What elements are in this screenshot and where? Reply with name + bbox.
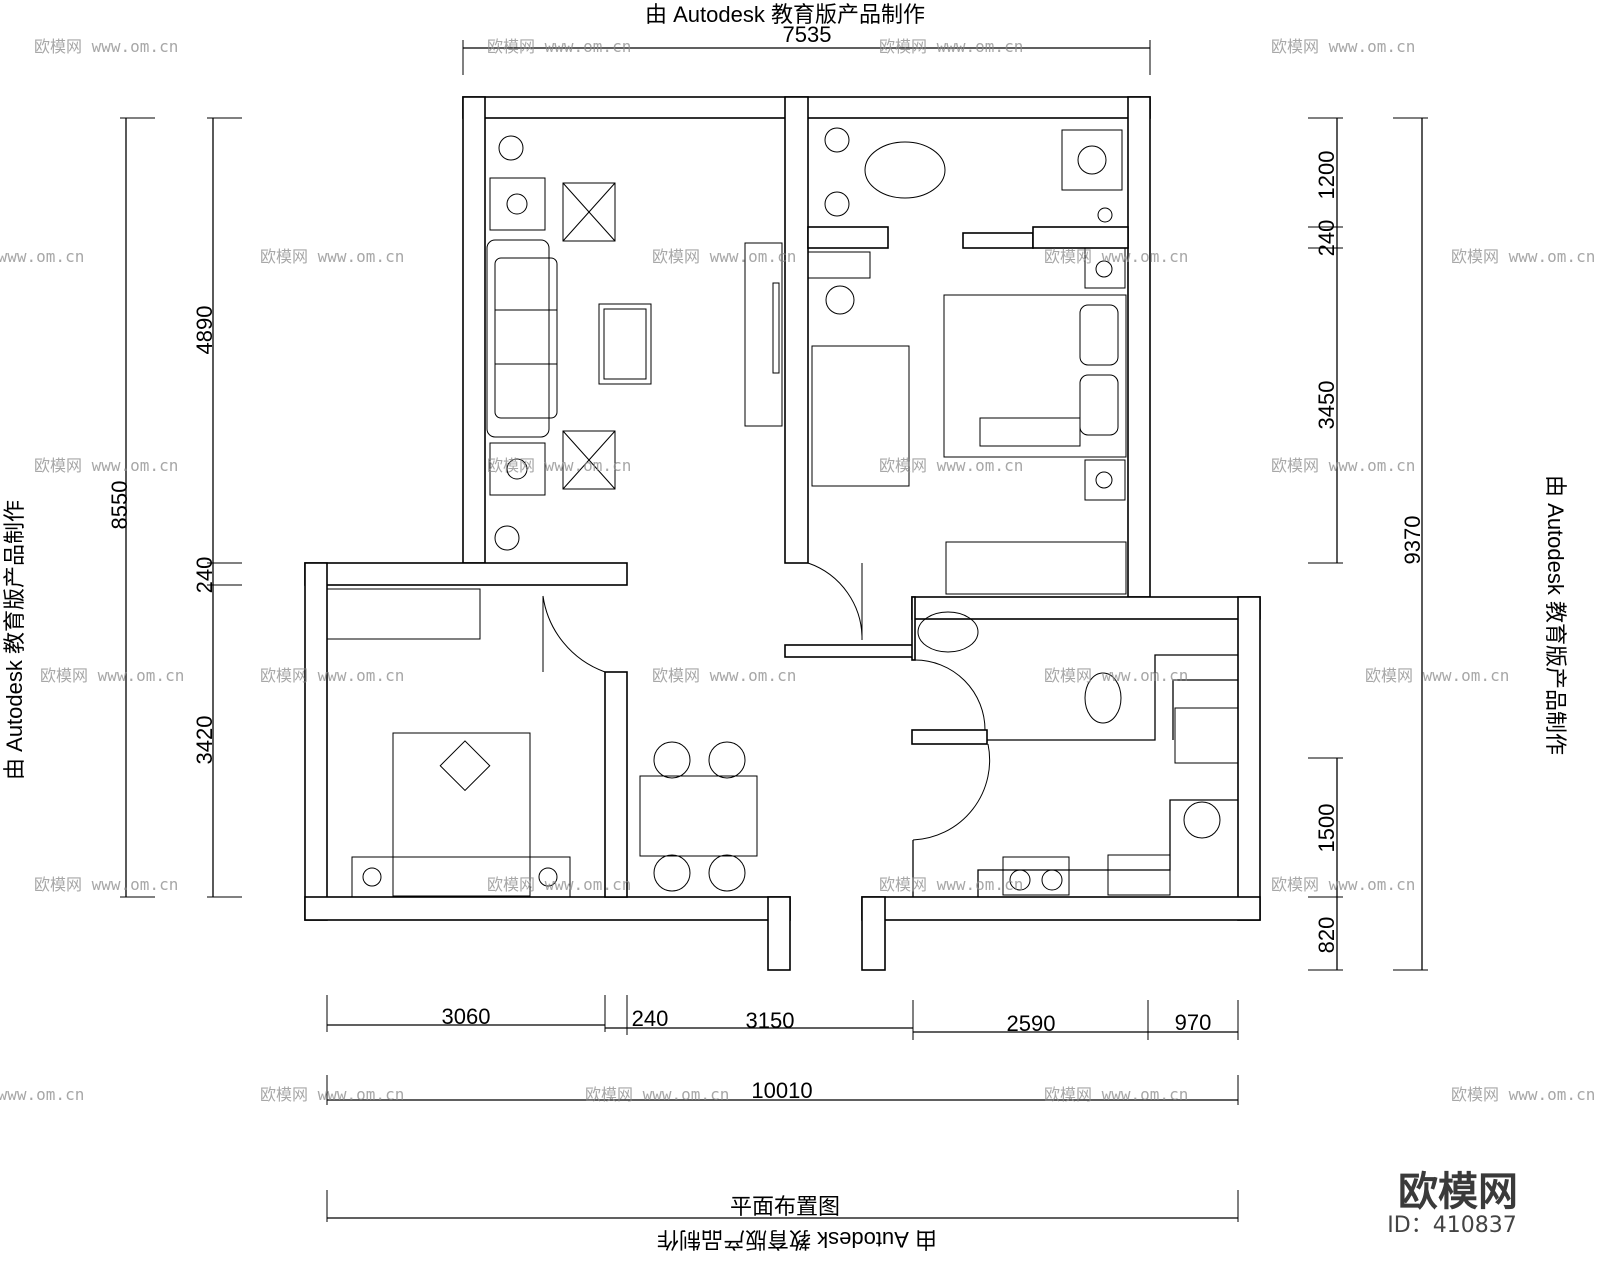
right-credit: 由 Autodesk 教育版产品制作 [1543, 475, 1568, 755]
drawing-title: 平面布置图 [730, 1194, 840, 1219]
dim-left-total: 8550 [107, 481, 132, 530]
nightstand [1084, 247, 1126, 289]
dining-furniture [639, 741, 758, 892]
watermark-text: 欧模网 www.om.cn [0, 1085, 84, 1104]
sofa [486, 239, 550, 438]
plant [824, 127, 850, 153]
doors [542, 562, 991, 841]
watermark-text: 欧模网 www.om.cn [40, 666, 184, 685]
armchair [562, 182, 616, 242]
dimension-left: 8550 4890 240 3420 [107, 117, 242, 898]
watermark-text: 欧模网 www.om.cn [260, 666, 404, 685]
bed [943, 294, 1127, 458]
plant [498, 135, 524, 161]
watermark-text: 欧模网 www.om.cn [487, 37, 631, 56]
watermark-text: 欧模网 www.om.cn [879, 37, 1023, 56]
bottom-credit: 由 Autodesk 教育版产品制作 [657, 1227, 937, 1252]
dim-bottom-total: 10010 [751, 1078, 812, 1103]
watermark-text: 欧模网 www.om.cn [1271, 875, 1415, 894]
dim-bottom-1: 240 [632, 1006, 669, 1031]
dim-bottom-3: 2590 [1007, 1011, 1056, 1036]
fridge [1174, 707, 1239, 764]
dimension-bottom: 3060 240 3150 2590 970 10010 平面布置图 [326, 995, 1239, 1222]
chair [825, 285, 855, 315]
watermark-text: 欧模网 www.om.cn [0, 247, 84, 266]
watermark-text: 欧模网 www.om.cn [1451, 247, 1595, 266]
bathroom-kitchen-fixtures [917, 611, 1239, 896]
watermark-text: 欧模网 www.om.cn [34, 875, 178, 894]
watermark-text: 欧模网 www.om.cn [1271, 37, 1415, 56]
washing-machine [1061, 129, 1123, 191]
watermark-text: 欧模网 www.om.cn [1451, 1085, 1595, 1104]
nightstand [1084, 459, 1126, 501]
watermark-text: 欧模网 www.om.cn [34, 37, 178, 56]
dining-table [639, 775, 758, 857]
watermark-text: 欧模网 www.om.cn [1044, 666, 1188, 685]
dim-bottom-4: 970 [1175, 1010, 1212, 1035]
watermark-text: 欧模网 www.om.cn [652, 666, 796, 685]
watermark-text: 欧模网 www.om.cn [487, 456, 631, 475]
side-table [489, 442, 546, 496]
second-bedroom-furniture [326, 588, 571, 898]
dim-right-4: 820 [1314, 917, 1339, 954]
rug [811, 345, 910, 487]
watermark-text: 欧模网 www.om.cn [879, 875, 1023, 894]
washbasin [917, 611, 979, 653]
watermark-text: 欧模网 www.om.cn [585, 1085, 729, 1104]
master-bedroom-furniture [807, 127, 1127, 595]
stove [1002, 856, 1070, 896]
dim-bottom-0: 3060 [442, 1004, 491, 1029]
plant [494, 525, 520, 551]
lounge-chair [864, 141, 946, 199]
desk [807, 251, 871, 279]
dim-top-total: 7535 [783, 22, 832, 47]
watermark-text: 欧模网 www.om.cn [1271, 456, 1415, 475]
bed [392, 732, 531, 897]
brand-id: ID：410837 [1387, 1213, 1516, 1238]
watermark-layer: 欧模网 www.om.cn 欧模网 www.om.cn 欧模网 www.om.cn 欧… [0, 37, 1595, 1104]
watermark-text: 欧模网 www.om.cn [879, 456, 1023, 475]
left-credit: 由 Autodesk 教育版产品制作 [2, 500, 27, 780]
tv-cabinet [744, 242, 783, 427]
watermark-text: 欧模网 www.om.cn [487, 875, 631, 894]
side-table [489, 177, 546, 231]
dimension-top: 7535 [462, 22, 1151, 75]
dim-left-1: 240 [192, 557, 217, 594]
watermark-text: 欧模网 www.om.cn [652, 247, 796, 266]
nightstands [351, 856, 571, 898]
watermark-text: 欧模网 www.om.cn [1044, 1085, 1188, 1104]
wardrobe [945, 541, 1127, 595]
dim-bottom-2: 3150 [746, 1008, 795, 1033]
dim-right-2: 3450 [1314, 381, 1339, 430]
watermark-text: 欧模网 www.om.cn [260, 247, 404, 266]
top-credit: 由 Autodesk 教育版产品制作 [645, 2, 925, 27]
brand-logo: 欧模网 [1398, 1169, 1518, 1215]
water-heater [1183, 801, 1221, 839]
plant [824, 191, 850, 217]
wardrobe [326, 588, 481, 640]
dim-right-1: 240 [1314, 220, 1339, 257]
dimension-right: 1200 240 3450 1500 820 9370 [1308, 117, 1428, 971]
watermark-text: 欧模网 www.om.cn [34, 456, 178, 475]
watermark-text: 欧模网 www.om.cn [1044, 247, 1188, 266]
dim-right-3: 1500 [1314, 804, 1339, 853]
living-room-furniture [486, 135, 783, 551]
armchair [562, 430, 616, 490]
dim-left-0: 4890 [192, 306, 217, 355]
dim-right-total: 9370 [1400, 516, 1425, 565]
watermark-text: 欧模网 www.om.cn [260, 1085, 404, 1104]
dim-right-0: 1200 [1314, 151, 1339, 200]
walls [304, 96, 1261, 971]
toilet [1084, 672, 1122, 724]
coffee-table [598, 303, 652, 385]
watermark-text: 欧模网 www.om.cn [1365, 666, 1509, 685]
sink [1107, 854, 1171, 896]
dim-left-2: 3420 [192, 716, 217, 765]
